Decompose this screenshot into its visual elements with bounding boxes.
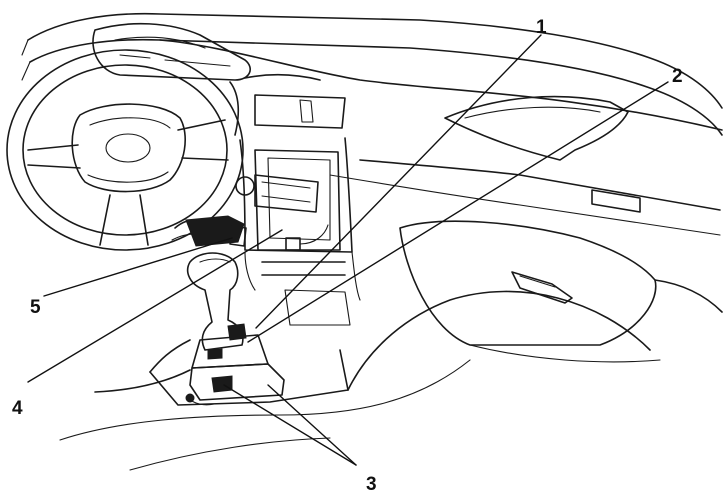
lower-dash-right <box>469 279 723 363</box>
dashboard-top <box>21 12 723 136</box>
center-stack <box>239 137 361 301</box>
callout-2: 2 <box>672 66 683 87</box>
leader-3b <box>267 384 357 466</box>
steering-wheel <box>6 49 244 251</box>
passenger-vents <box>329 95 721 236</box>
center-vent <box>254 94 346 129</box>
console-floor <box>59 289 651 471</box>
instrument-hood <box>92 22 321 136</box>
leader-lines <box>27 34 669 466</box>
callout-5: 5 <box>30 297 41 318</box>
callout-1: 1 <box>536 17 547 38</box>
pocket-module <box>235 174 329 251</box>
callout-4: 4 <box>12 398 23 419</box>
callout-3: 3 <box>366 474 377 495</box>
leader-1 <box>255 34 542 329</box>
glove-box <box>399 220 657 346</box>
leader-4 <box>27 229 283 383</box>
leader-5 <box>43 237 233 297</box>
leader-3a <box>223 384 357 466</box>
shift-control-module <box>185 323 285 406</box>
leader-2 <box>247 81 669 343</box>
